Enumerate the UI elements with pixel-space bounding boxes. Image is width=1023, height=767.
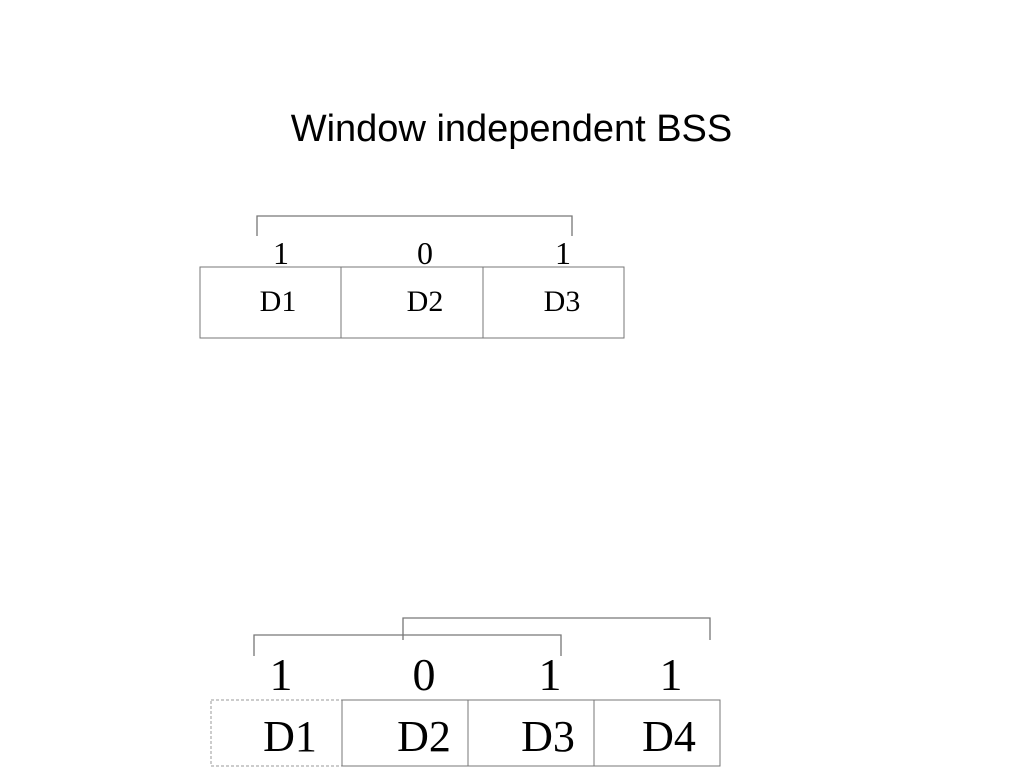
slide-title: Window independent BSS: [290, 108, 733, 150]
top-bit-2: 0: [417, 235, 433, 271]
bottom-bit-3: 1: [539, 649, 562, 700]
bottom-cell-label-d2: D2: [397, 712, 451, 761]
bottom-bit-4: 1: [660, 649, 683, 700]
top-bit-1: 1: [273, 235, 289, 271]
top-cell-label-d1: D1: [260, 285, 297, 318]
top-bit-3: 1: [555, 235, 571, 271]
top-window-bracket: [256, 215, 573, 236]
top-cell-label-d2: D2: [407, 285, 444, 318]
bottom-bit-1: 1: [270, 649, 293, 700]
bottom-cell-label-d1: D1: [263, 712, 317, 761]
top-cell-label-d3: D3: [544, 285, 581, 318]
top-diagram: 1 0 1 D1 D2 D3: [199, 215, 625, 339]
bottom-cell-d1: [210, 699, 343, 767]
bottom-cell-label-d3: D3: [521, 712, 575, 761]
top-cell-d3: [482, 266, 625, 339]
bottom-cell-label-d4: D4: [642, 712, 696, 761]
bottom-window-bracket-2: [402, 617, 711, 640]
bottom-bit-2: 0: [413, 649, 436, 700]
bottom-diagram: 1 0 1 1 D1 D2 D3 D4: [210, 617, 721, 767]
bottom-window-bracket-1: [253, 634, 562, 656]
bottom-cell-d4: [593, 699, 721, 767]
